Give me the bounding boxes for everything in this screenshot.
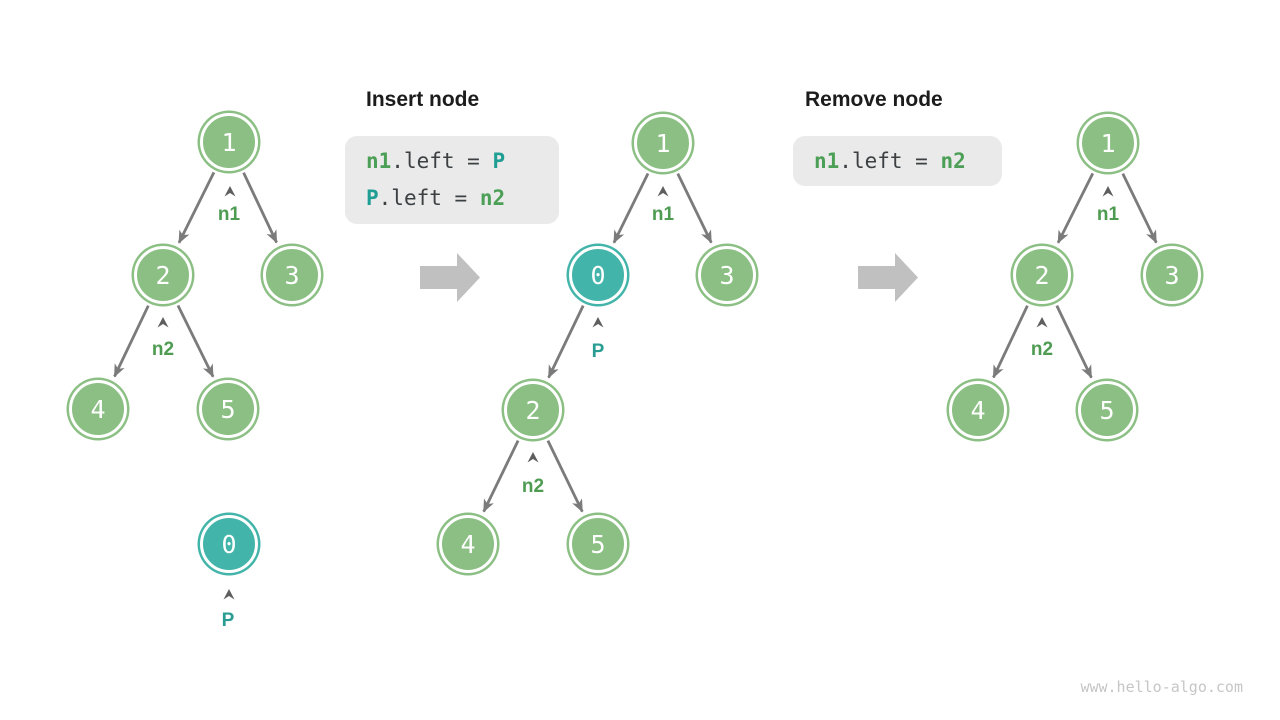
middle-tree-node-2: 2 <box>504 381 562 439</box>
right-tree-node-3: 3 <box>1143 246 1201 304</box>
code-line: P.left = n2 <box>366 180 559 217</box>
middle-pointer-n1: n1 <box>651 204 675 225</box>
transition-arrow-icons <box>420 253 918 302</box>
right-tree-node-4: 4 <box>949 381 1007 439</box>
pointer-caret-icons <box>157 186 1114 600</box>
left-tree-node-3: 3 <box>263 246 321 304</box>
left-tree-node-2: 2 <box>134 246 192 304</box>
detached-node-0: 0 <box>200 515 258 573</box>
middle-tree-edges <box>482 172 713 513</box>
code-token: n2 <box>479 186 506 210</box>
middle-tree-node-4: 4 <box>439 515 497 573</box>
transition-arrow-icon <box>858 253 918 302</box>
watermark: www.hello-algo.com <box>1080 678 1243 696</box>
code-token: n2 <box>940 148 966 173</box>
middle-tree-node-3: 3 <box>698 246 756 304</box>
middle-tree-node-5: 5 <box>569 515 627 573</box>
middle-pointer-n2: n2 <box>521 476 545 497</box>
middle-pointer-p: P <box>591 341 605 362</box>
code-token: P <box>492 149 506 173</box>
left-tree-edges <box>113 171 278 378</box>
left-pointer-n2: n2 <box>151 339 175 360</box>
remove-panel-title: Remove node <box>805 88 943 111</box>
middle-tree-node-1: 1 <box>634 114 692 172</box>
right-tree-node-2: 2 <box>1013 246 1071 304</box>
code-token: .left = <box>378 186 480 210</box>
right-pointer-n2: n2 <box>1030 339 1054 360</box>
middle-tree-node-0: 0 <box>569 246 627 304</box>
remove-code-block: n1.left = n2 <box>793 136 1002 186</box>
right-tree-node-5: 5 <box>1078 381 1136 439</box>
code-token: P <box>366 186 379 210</box>
left-tree-node-5: 5 <box>199 380 257 438</box>
code-token: n1 <box>366 149 392 173</box>
code-token: n1 <box>814 148 840 173</box>
code-line: n1.left = n2 <box>814 143 1002 180</box>
code-token: .left = <box>391 149 493 173</box>
transition-arrow-icon <box>420 253 480 302</box>
right-pointer-n1: n1 <box>1096 204 1120 225</box>
right-tree-node-1: 1 <box>1079 114 1137 172</box>
left-tree-node-4: 4 <box>69 380 127 438</box>
code-token: .left = <box>839 148 941 173</box>
left-tree-node-1: 1 <box>200 113 258 171</box>
right-tree-edges <box>992 172 1158 379</box>
code-line: n1.left = P <box>366 143 559 180</box>
detached-pointer-p: P <box>221 610 235 631</box>
left-pointer-n1: n1 <box>217 204 241 225</box>
insert-panel-title: Insert node <box>366 88 480 111</box>
insert-code-block: n1.left = P P.left = n2 <box>345 136 559 224</box>
